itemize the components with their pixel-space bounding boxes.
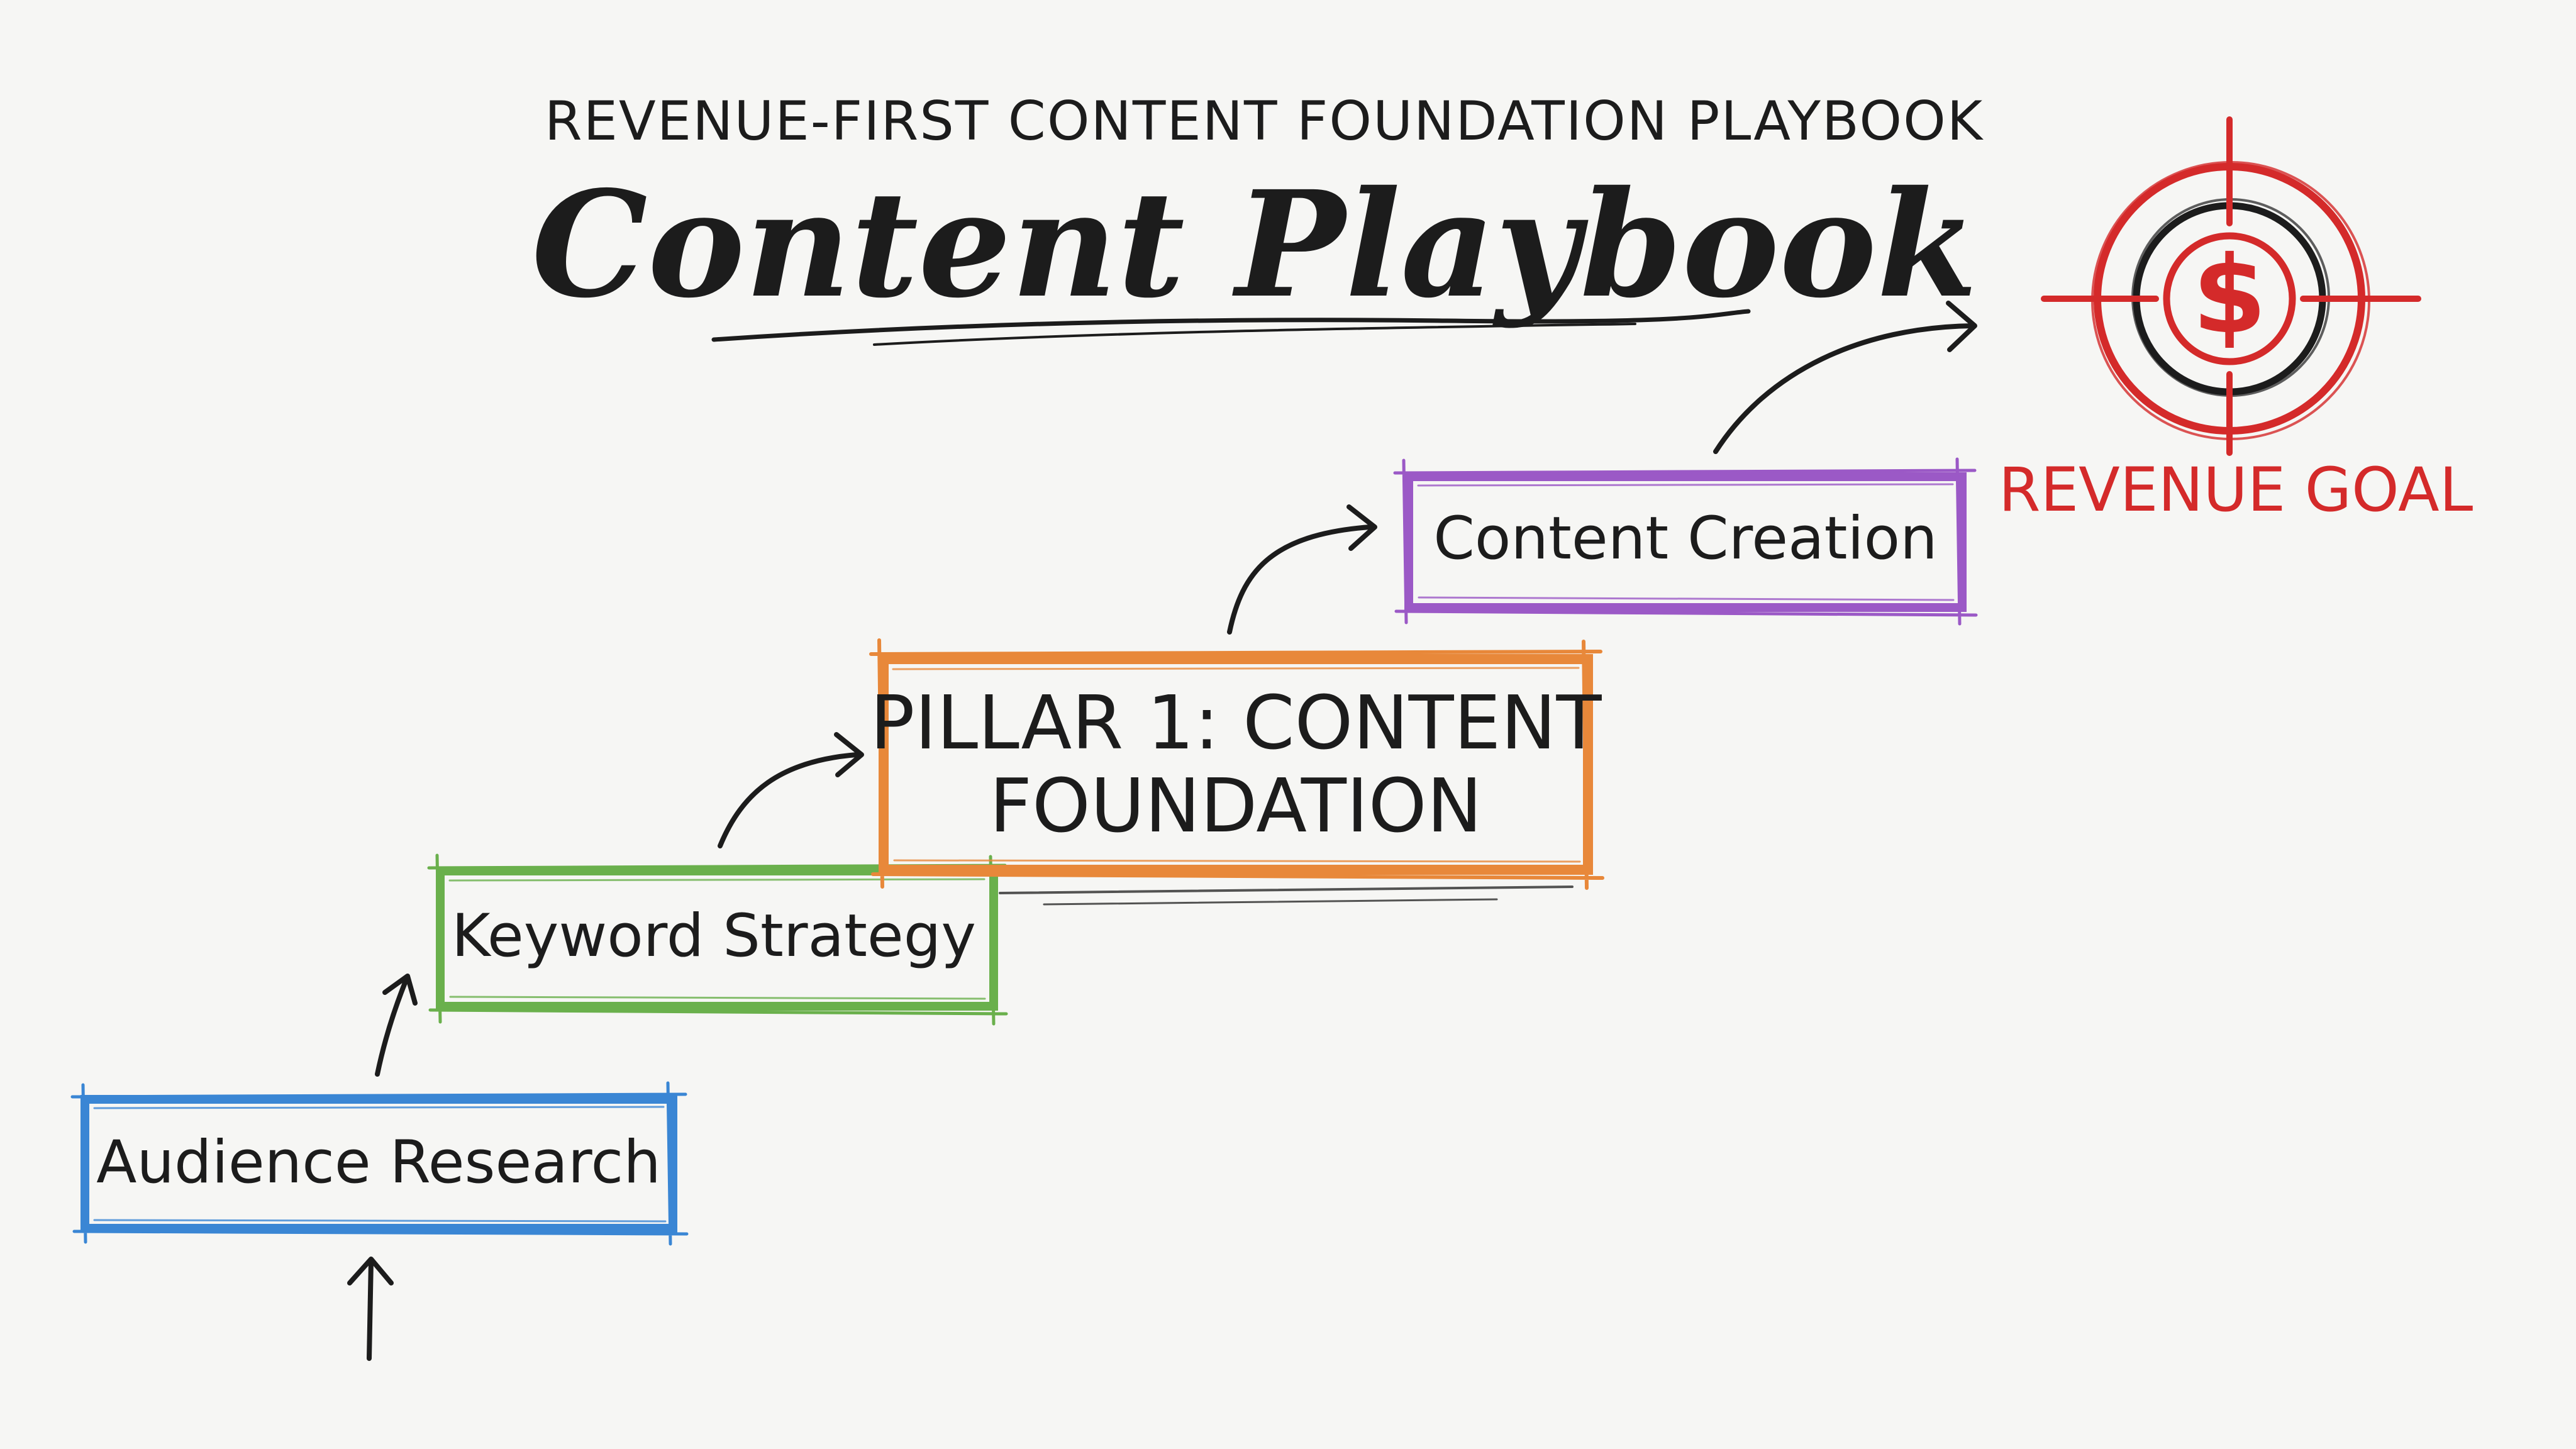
- flow-arrows: [347, 301, 1977, 1361]
- box-outline: [427, 853, 1008, 1026]
- target-dollar-icon: $: [2041, 116, 2421, 456]
- step-label-content-creation: Content Creation: [1433, 504, 1937, 573]
- arrow-keyword-to-pillar: [718, 732, 864, 848]
- box-outline: [70, 1081, 689, 1246]
- step-box-content-creation: Content Creation: [1393, 457, 1978, 626]
- step-box-pillar-1: PILLAR 1: CONTENT FOUNDATION: [869, 638, 1604, 906]
- diagram-title: Content Playbook: [531, 158, 1978, 330]
- step-box-audience-research: Audience Research: [70, 1081, 689, 1246]
- arrow-audience-to-keyword: [375, 974, 418, 1077]
- diagram-subtitle: REVENUE-FIRST CONTENT FOUNDATION PLAYBOO…: [545, 90, 1984, 153]
- arrow-pillar-to-creation: [1227, 504, 1377, 635]
- arrow-creation-to-goal: [1713, 301, 1977, 454]
- step-label-audience-research: Audience Research: [96, 1128, 661, 1197]
- box-outline: [869, 638, 1604, 890]
- title-underline: [711, 309, 1751, 346]
- pillar-shadow-strokes: [999, 886, 1574, 906]
- arrow-entry: [347, 1257, 394, 1361]
- revenue-goal-label: REVENUE GOAL: [1999, 455, 2473, 525]
- dollar-symbol: $: [2192, 233, 2267, 358]
- step-label-pillar-line-1: PILLAR 1: CONTENT: [870, 679, 1602, 766]
- box-outline: [1393, 457, 1978, 626]
- step-label-pillar-line-2: FOUNDATION: [989, 762, 1482, 849]
- step-label-keyword-strategy: Keyword Strategy: [452, 902, 976, 970]
- step-box-keyword-strategy: Keyword Strategy: [427, 853, 1008, 1026]
